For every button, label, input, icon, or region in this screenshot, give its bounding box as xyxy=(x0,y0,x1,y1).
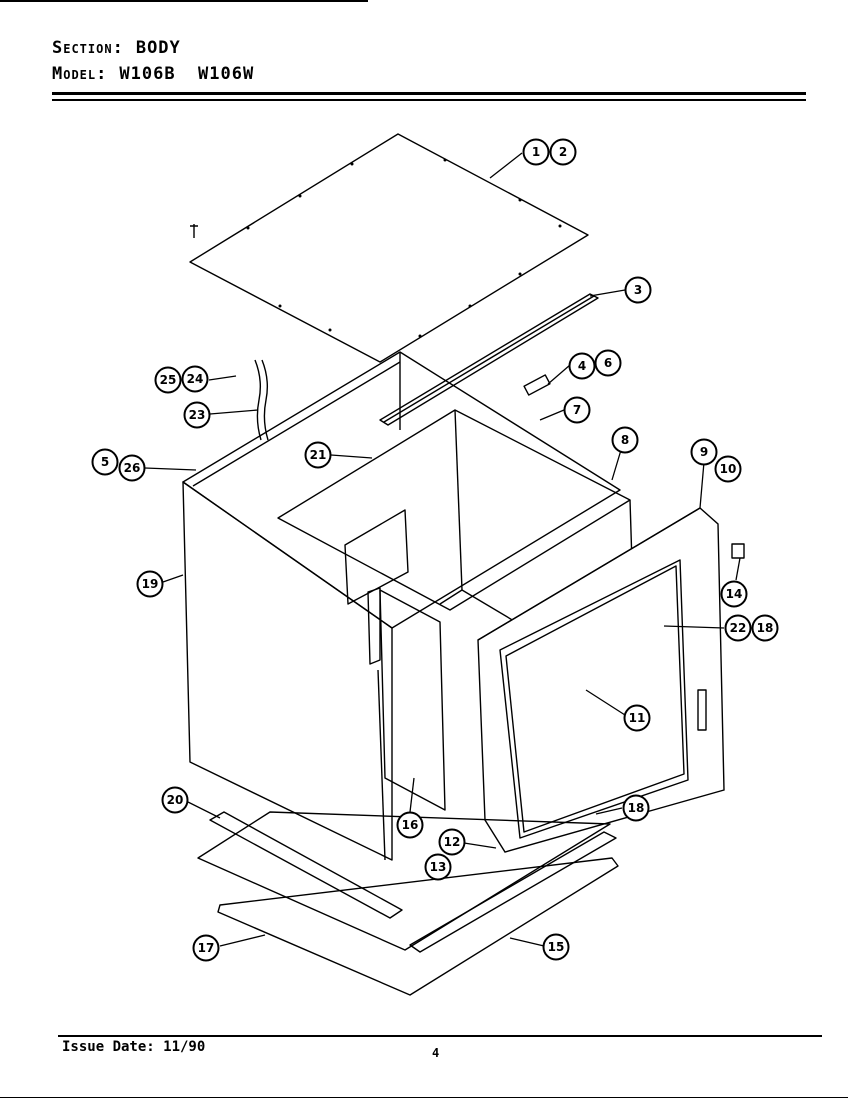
callout-5: 5 xyxy=(91,448,119,476)
header-rule-thick xyxy=(52,92,806,95)
wire-harness xyxy=(254,359,269,441)
callout-15: 15 xyxy=(542,933,570,961)
callout-26: 26 xyxy=(118,454,146,482)
callout-label: 14 xyxy=(726,587,743,601)
bottom-border-line xyxy=(0,1097,848,1098)
callout-label: 6 xyxy=(604,356,612,370)
callout-11: 11 xyxy=(623,704,651,732)
callout-label: 10 xyxy=(720,462,737,476)
hinge-slot xyxy=(697,689,707,731)
section-label: Section: xyxy=(52,38,124,58)
callout-8: 8 xyxy=(611,426,639,454)
callout-12: 12 xyxy=(438,828,466,856)
callout-label: 17 xyxy=(198,941,215,955)
callout-label: 2 xyxy=(559,145,567,159)
callout-label: 7 xyxy=(573,403,581,417)
screw-top xyxy=(190,224,198,238)
callout-label: 16 xyxy=(402,818,419,832)
section-value: BODY xyxy=(135,38,181,58)
model-value: W106B W106W xyxy=(119,64,255,84)
callout-label: 24 xyxy=(187,372,204,386)
top-border-line xyxy=(0,0,368,2)
callout-14: 14 xyxy=(720,580,748,608)
model-label: Model: xyxy=(52,64,108,84)
page-number: 4 xyxy=(432,1046,440,1060)
callout-7: 7 xyxy=(563,396,591,424)
callout-label: 20 xyxy=(167,793,184,807)
callout-25: 25 xyxy=(154,366,182,394)
callout-4: 4 xyxy=(568,352,596,380)
callout-2: 2 xyxy=(549,138,577,166)
footer-rule xyxy=(58,1035,822,1037)
callout-label: 22 xyxy=(730,621,747,635)
callout-13: 13 xyxy=(424,853,452,881)
model-header: Model: W106B W106W xyxy=(52,64,254,84)
callout-18-right: 18 xyxy=(751,614,779,642)
callout-label: 18 xyxy=(757,621,774,635)
knob-part xyxy=(731,543,745,559)
header-rule-thin xyxy=(52,99,806,101)
callout-label: 4 xyxy=(578,359,586,373)
callout-10: 10 xyxy=(714,455,742,483)
callout-label: 18 xyxy=(628,801,645,815)
base-assembly xyxy=(197,811,619,996)
callout-label: 23 xyxy=(189,408,206,422)
section-header: Section: BODY xyxy=(52,38,181,58)
callout-label: 12 xyxy=(444,835,461,849)
callout-22: 22 xyxy=(724,614,752,642)
callout-label: 9 xyxy=(700,445,708,459)
callout-label: 3 xyxy=(634,283,642,297)
callout-label: 13 xyxy=(430,860,447,874)
callout-24: 24 xyxy=(181,365,209,393)
leader-lines xyxy=(144,152,741,947)
callout-20: 20 xyxy=(161,786,189,814)
callout-label: 25 xyxy=(160,373,177,387)
callout-3: 3 xyxy=(624,276,652,304)
callout-19: 19 xyxy=(136,570,164,598)
cabinet-body xyxy=(182,351,637,861)
callout-18-bottom: 18 xyxy=(622,794,650,822)
bracket-part xyxy=(523,374,551,396)
callout-label: 5 xyxy=(101,455,109,469)
callout-23: 23 xyxy=(183,401,211,429)
rail-edge xyxy=(383,295,595,423)
callout-label: 15 xyxy=(548,940,565,954)
callout-label: 26 xyxy=(124,461,141,475)
callout-21: 21 xyxy=(304,441,332,469)
top-panel xyxy=(189,133,589,363)
callout-label: 1 xyxy=(532,145,540,159)
callout-16: 16 xyxy=(396,811,424,839)
callout-label: 19 xyxy=(142,577,159,591)
callout-6: 6 xyxy=(594,349,622,377)
callout-17: 17 xyxy=(192,934,220,962)
rear-top-rail xyxy=(379,293,599,426)
top-panel-holes xyxy=(246,158,562,338)
issue-date: Issue Date: 11/90 xyxy=(62,1039,206,1055)
front-frame xyxy=(477,507,725,853)
callout-label: 11 xyxy=(629,711,646,725)
callout-1: 1 xyxy=(522,138,550,166)
callout-9: 9 xyxy=(690,438,718,466)
callout-label: 21 xyxy=(310,448,327,462)
callout-label: 8 xyxy=(621,433,629,447)
